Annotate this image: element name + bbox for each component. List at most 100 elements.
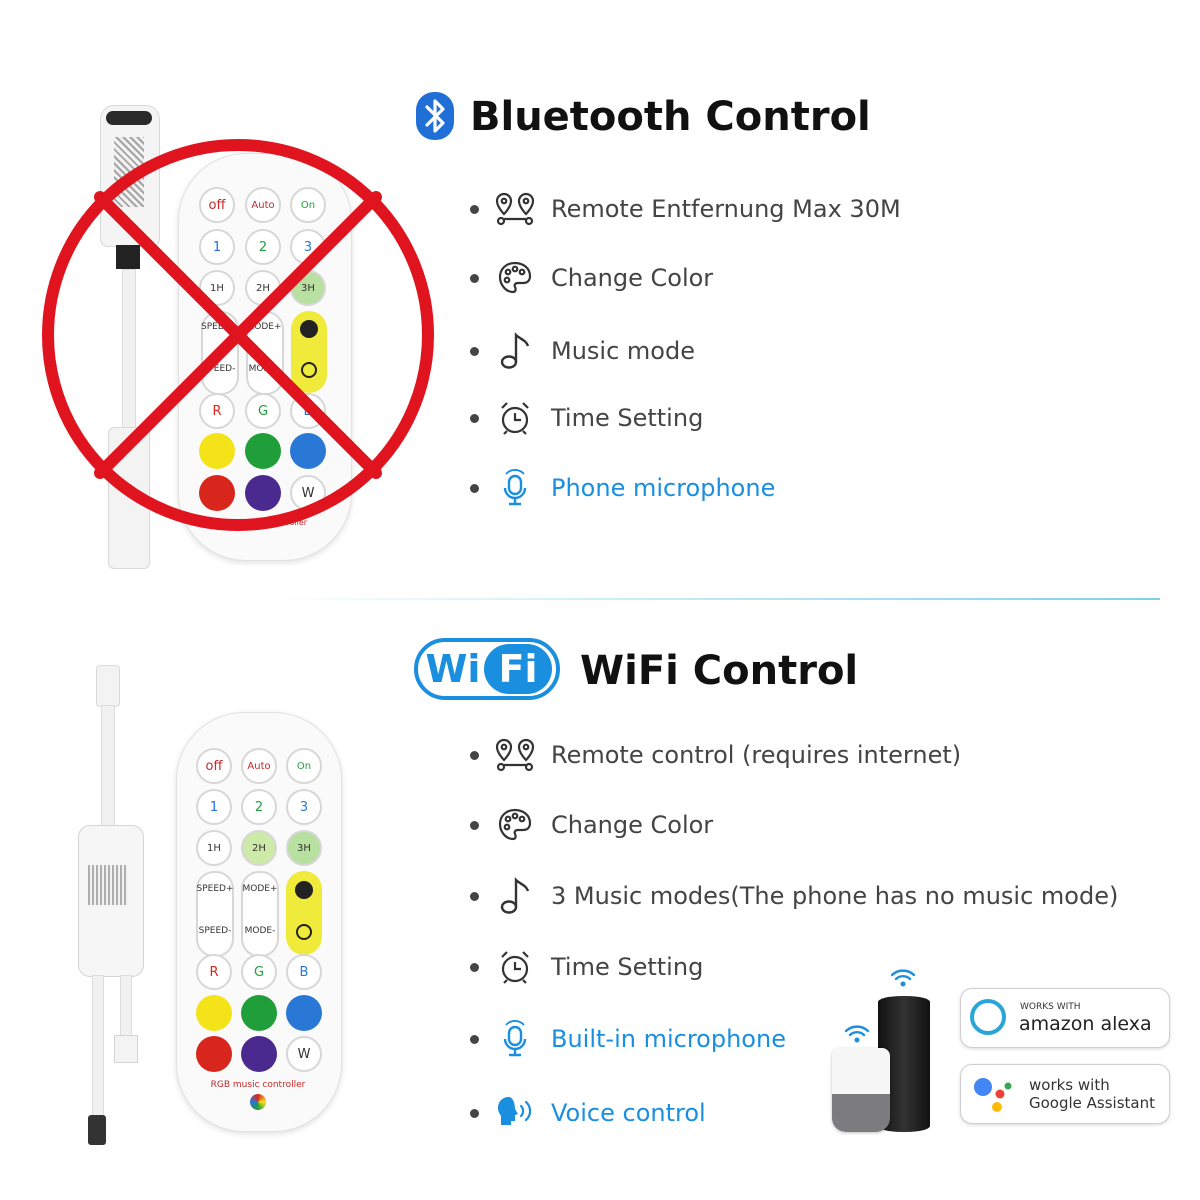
timer-1h-button[interactable]: 1H	[196, 830, 232, 866]
mode-plus-button[interactable]: MODE+	[242, 884, 278, 894]
music-2-button[interactable]: 2	[245, 229, 281, 265]
red-button[interactable]: R	[196, 954, 232, 990]
auto-button[interactable]: Auto	[241, 748, 277, 784]
google-assistant-badge	[960, 1064, 1170, 1124]
mode-plus-button[interactable]: MODE+	[246, 322, 282, 332]
off-button[interactable]: off	[196, 748, 232, 784]
alexa-icon	[970, 999, 1006, 1035]
wifi-signal-icon	[890, 969, 916, 987]
speed-plus-button[interactable]: SPEED+	[201, 322, 238, 332]
blue-color-button[interactable]	[286, 995, 322, 1031]
bt-feature-remote-distance: Remote Entfernung Max 30M	[470, 187, 901, 231]
bluetooth-title: Bluetooth Control	[470, 94, 871, 140]
feature-text: Time Setting	[551, 404, 704, 432]
green-button[interactable]: G	[241, 954, 277, 990]
alexa-big-text: amazon alexa	[1019, 1013, 1152, 1035]
on-button[interactable]: On	[290, 187, 326, 223]
speed-minus-button[interactable]: SPEED-	[202, 364, 236, 374]
bullet-dot	[470, 750, 479, 760]
wifi-title: WiFi Control	[580, 648, 859, 694]
location-pins-icon	[493, 189, 537, 229]
blue-color-button[interactable]	[290, 433, 326, 469]
music-note-icon	[493, 876, 537, 916]
wifi-logo-left: Wi	[422, 644, 484, 694]
google-line2-text: Google Assistant	[1029, 1094, 1155, 1112]
purple-color-button[interactable]	[241, 1036, 277, 1072]
feature-text: Change Color	[551, 811, 714, 839]
green-color-button[interactable]	[245, 433, 281, 469]
voice-head-icon	[493, 1093, 537, 1133]
bullet-dot	[470, 891, 479, 901]
yellow-color-button[interactable]	[199, 433, 235, 469]
brightness-up-icon[interactable]	[295, 881, 313, 899]
wifi-feature-remote-control: Remote control (requires internet)	[470, 733, 961, 777]
timer-3h-button[interactable]: 3H	[286, 830, 322, 866]
feature-text: Music mode	[551, 337, 695, 365]
feature-text: Remote control (requires internet)	[551, 741, 962, 769]
bullet-dot	[470, 204, 479, 214]
google-home-speaker	[832, 1048, 890, 1132]
bt-feature-music-mode: Music mode	[470, 329, 695, 373]
music-3-button[interactable]: 3	[286, 789, 322, 825]
wifi-feature-voice-control: Voice control	[470, 1091, 706, 1135]
wifi-feature-music-modes: 3 Music modes(The phone has no music mod…	[470, 874, 1118, 918]
wifi-feature-time-setting: Time Setting	[470, 945, 703, 989]
green-color-button[interactable]	[241, 995, 277, 1031]
music-1-button[interactable]: 1	[196, 789, 232, 825]
purple-color-button[interactable]	[245, 475, 281, 511]
smart-speakers-image	[826, 968, 954, 1138]
bt-feature-time-setting: Time Setting	[470, 396, 703, 440]
auto-button[interactable]: Auto	[245, 187, 281, 223]
bullet-dot	[470, 1034, 479, 1044]
speed-plus-button[interactable]: SPEED+	[196, 884, 234, 894]
off-button[interactable]: off	[199, 187, 235, 223]
brightness-down-icon[interactable]	[296, 924, 312, 940]
feature-text: Time Setting	[551, 953, 704, 981]
music-2-button[interactable]: 2	[241, 789, 277, 825]
on-button[interactable]: On	[286, 748, 322, 784]
music-note-icon	[493, 331, 537, 371]
brightness-up-icon[interactable]	[300, 320, 318, 338]
feature-text: Built-in microphone	[551, 1025, 786, 1053]
red-color-button[interactable]	[196, 1036, 232, 1072]
alarm-clock-icon	[493, 947, 537, 987]
bullet-dot	[470, 1108, 479, 1118]
google-line1-text: works with	[1029, 1076, 1110, 1094]
speed-minus-button[interactable]: SPEED-	[198, 926, 232, 936]
bt-feature-microphone: Phone microphone	[470, 466, 775, 510]
microphone-icon	[493, 1019, 537, 1059]
bluetooth-logo-icon	[416, 92, 454, 140]
bullet-dot	[470, 273, 479, 283]
remote-logo-icon	[250, 1094, 266, 1110]
feature-text: 3 Music modes(The phone has no music mod…	[551, 882, 1119, 910]
google-assistant-icon	[974, 1078, 1012, 1112]
wifi-signal-icon	[844, 1025, 870, 1043]
music-1-button[interactable]: 1	[199, 229, 235, 265]
red-button[interactable]: R	[199, 393, 235, 429]
bluetooth-section: Bluetooth Control off Auto On 1 2 3 1H 2…	[0, 0, 1200, 590]
blue-button[interactable]: B	[286, 954, 322, 990]
red-color-button[interactable]	[199, 475, 235, 511]
bullet-dot	[470, 820, 479, 830]
feature-text: Change Color	[551, 264, 714, 292]
bullet-dot	[470, 346, 479, 356]
wifi-feature-microphone: Built-in microphone	[470, 1017, 786, 1061]
palette-icon	[493, 258, 537, 298]
section-divider	[270, 598, 1160, 600]
wifi-controller-device	[70, 665, 160, 1155]
prohibited-icon	[42, 139, 434, 531]
bullet-dot	[470, 962, 479, 972]
bullet-dot	[470, 413, 479, 423]
timer-2h-button[interactable]: 2H	[241, 830, 277, 866]
location-pins-icon	[493, 735, 537, 775]
mode-minus-button[interactable]: MODE-	[244, 926, 276, 936]
wifi-section: Wi Fi WiFi Control off Auto On 1 2 3 1H …	[0, 600, 1200, 1200]
palette-icon	[493, 805, 537, 845]
brightness-down-icon[interactable]	[301, 362, 317, 378]
mode-rocker	[241, 871, 279, 957]
white-button[interactable]: W	[286, 1036, 322, 1072]
bullet-dot	[470, 483, 479, 493]
yellow-color-button[interactable]	[196, 995, 232, 1031]
green-button[interactable]: G	[245, 393, 281, 429]
alexa-small-text: WORKS WITH	[1020, 1002, 1081, 1012]
